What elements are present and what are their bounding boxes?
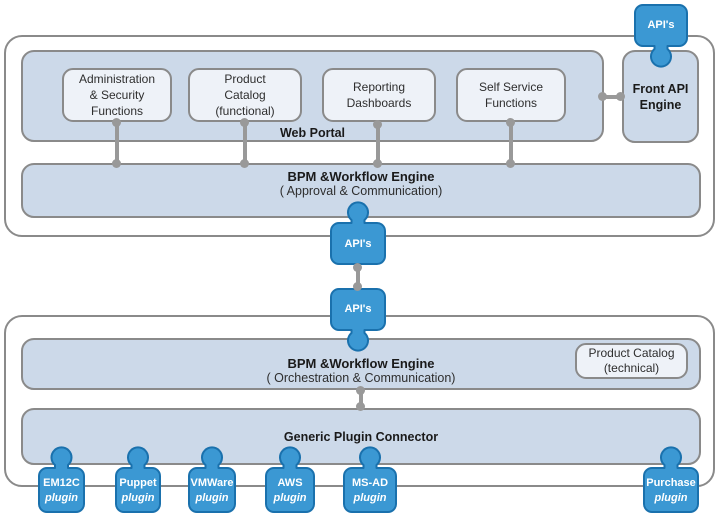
box-product-catalog-functional: Product Catalog (functional)	[188, 68, 302, 122]
api-puzzle-upper-label: API's	[344, 237, 372, 250]
connector-dot	[373, 159, 382, 168]
api-puzzle-lower-label: API's	[344, 302, 372, 315]
plugin-vmware-name: VMWare	[190, 476, 234, 489]
plugin-em12c-type: plugin	[45, 491, 78, 504]
api-puzzle-upper: API's	[330, 201, 386, 265]
connector-dot	[356, 402, 365, 411]
connector-dot	[112, 159, 121, 168]
connector-dot	[353, 282, 362, 291]
plugin-purchase-type: plugin	[654, 491, 688, 504]
puzzle-shape	[330, 288, 386, 352]
bpm-orchestration-subtitle: ( Orchestration & Communication)	[266, 371, 456, 385]
connector-dot	[112, 118, 121, 127]
puzzle-shape	[115, 446, 161, 513]
connector-dot	[506, 118, 515, 127]
plugin-em12c-name: EM12C	[43, 476, 80, 489]
box-reporting-dashboards: Reporting Dashboards	[322, 68, 436, 122]
plugin-purchase-name: Purchase	[646, 476, 696, 489]
connector-line	[359, 388, 363, 409]
connector-dot	[506, 159, 515, 168]
connector-line	[243, 120, 247, 166]
plugin-purchase: Purchase plugin	[643, 446, 699, 513]
connector-line	[356, 264, 360, 290]
connector-dot	[353, 263, 362, 272]
plugin-ms-ad: MS-AD plugin	[343, 446, 397, 513]
plugin-puppet-name: Puppet	[119, 476, 157, 489]
puzzle-shape	[343, 446, 397, 513]
plugin-aws-type: plugin	[273, 491, 307, 504]
connector-dot	[598, 92, 607, 101]
api-puzzle-front: API's	[634, 4, 688, 68]
puzzle-shape	[643, 446, 699, 513]
box-administration-security: Administration & Security Functions	[62, 68, 172, 122]
puzzle-shape	[38, 446, 85, 513]
connector-dot	[616, 92, 625, 101]
bpm-approval-title: BPM &Workflow Engine	[287, 169, 435, 184]
plugin-em12c: EM12C plugin	[38, 446, 85, 513]
puzzle-shape	[188, 446, 236, 513]
puzzle-shape	[330, 201, 386, 265]
api-puzzle-front-label: API's	[647, 18, 675, 31]
bpm-orchestration-title: BPM &Workflow Engine	[287, 356, 435, 371]
plugin-puppet: Puppet plugin	[115, 446, 161, 513]
connector-dot	[240, 159, 249, 168]
plugin-aws: AWS plugin	[265, 446, 315, 513]
connector-dot	[240, 118, 249, 127]
puzzle-shape	[634, 4, 688, 68]
plugin-ms-ad-type: plugin	[353, 491, 387, 504]
connector-line	[601, 95, 623, 99]
connector-line	[509, 120, 513, 166]
connector-dot	[373, 120, 382, 129]
plugin-vmware: VMWare plugin	[188, 446, 236, 513]
box-product-catalog-technical: Product Catalog (technical)	[575, 343, 688, 379]
plugin-puppet-type: plugin	[121, 491, 155, 504]
plugin-aws-name: AWS	[277, 476, 303, 489]
connector-dot	[356, 386, 365, 395]
bpm-approval-subtitle: ( Approval & Communication)	[279, 184, 443, 198]
plugin-vmware-type: plugin	[195, 491, 229, 504]
connector-line	[376, 122, 380, 166]
box-self-service-functions: Self Service Functions	[456, 68, 566, 122]
web-portal-label: Web Portal	[279, 126, 346, 140]
connector-line	[115, 120, 119, 166]
plugin-ms-ad-name: MS-AD	[351, 476, 389, 489]
api-puzzle-lower: API's	[330, 288, 386, 352]
puzzle-shape	[265, 446, 315, 513]
front-api-engine-box: Front API Engine	[622, 50, 699, 143]
